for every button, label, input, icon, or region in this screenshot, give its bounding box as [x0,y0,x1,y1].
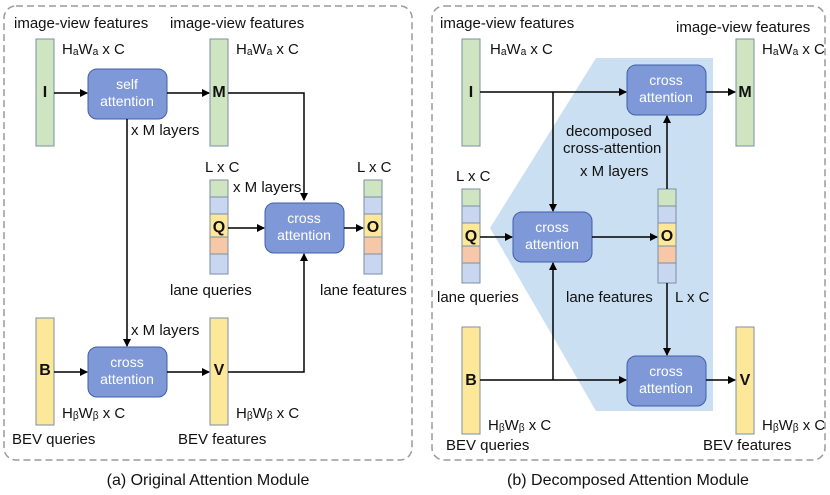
b-hw-a-left: HₐWₐ x C [490,41,553,58]
a-x-m-layers-1: x M layers [131,122,199,139]
a-bev-features-label: BEV features [178,431,266,448]
b-cross-attention-bottom-box [626,355,707,407]
b-decomposed-line1: decomposed [566,123,652,140]
a-cross-attention-mid-line1: cross [287,210,320,226]
b-hw-b-left: HᵦWᵦ x C [488,417,551,434]
a-letter-q: Q [213,219,225,236]
a-hw-b-left: HᵦWᵦ x C [62,405,125,422]
b-letter-o: O [661,228,673,245]
b-letter-q: Q [465,228,477,245]
a-caption: (a) Original Attention Module [107,472,310,489]
b-cross-attention-mid-line1: cross [535,219,568,235]
a-hw-a-mid: HₐWₐ x C [236,41,299,58]
a-bev-queries-label: BEV queries [12,431,95,448]
b-cross-attention-bottom-line2: attention [639,380,693,396]
b-caption: (b) Decomposed Attention Module [507,472,749,489]
a-image-view-features-left: image-view features [14,15,148,32]
b-letter-i: I [469,84,473,101]
b-lane-queries-label: lane queries [437,289,519,306]
panel-a: image-view features image-view features … [3,5,413,461]
b-hw-a-right: HₐWₐ x C [762,41,825,58]
b-cross-attention-bottom-line1: cross [649,363,682,379]
b-lane-queries-bar [461,188,481,284]
a-lane-features-label: lane features [320,282,407,299]
a-cross-attention-bottom-line1: cross [110,354,143,370]
b-lxc-right: L x C [675,289,710,306]
a-arrow-m-cross [228,92,308,201]
a-x-m-layers-3: x M layers [131,322,199,339]
b-letter-v: V [740,372,751,389]
b-x-m-layers: x M layers [580,163,648,180]
a-hw-b-mid: HᵦWᵦ x C [236,405,299,422]
a-letter-v: V [214,362,225,379]
a-letter-o: O [367,219,379,236]
b-image-view-features-left: image-view features [440,15,574,32]
a-letter-m: M [212,84,225,101]
a-self-attention-line1: self [116,76,138,92]
a-self-attention-line2: attention [100,93,154,109]
a-letter-b: B [39,362,51,379]
b-image-view-features-right: image-view features [676,19,810,36]
a-x-m-layers-2: x M layers [233,179,301,196]
b-cross-attention-mid-line2: attention [525,236,579,252]
a-image-view-features-mid: image-view features [170,15,304,32]
a-lane-features-bar [363,179,383,275]
panel-b: image-view features image-view features … [431,5,826,461]
b-bev-features-label: BEV features [703,437,791,454]
b-cross-attention-top-line1: cross [649,72,682,88]
b-decomposed-region [490,58,713,411]
b-bev-features-bar [735,326,755,435]
b-lane-features-bar [657,188,677,284]
b-lane-features-label: lane features [566,289,653,306]
a-cross-attention-mid-line2: attention [277,227,331,243]
a-lane-queries-bar [209,179,229,275]
a-arrow-v-cross [228,253,308,373]
panel-a-frame [3,5,413,461]
a-lxc-right: L x C [357,159,392,176]
a-lxc-left: L x C [205,159,240,176]
a-hw-a-left: HₐWₐ x C [62,41,125,58]
b-letter-m: M [738,84,751,101]
a-cross-attention-bottom-line2: attention [100,371,154,387]
a-letter-i: I [43,84,47,101]
b-hw-b-right: HᵦWᵦ x C [762,417,825,434]
b-letter-b: B [465,372,477,389]
b-lxc-left: L x C [456,168,491,185]
b-m-features-bar [735,38,755,147]
b-cross-attention-top-line2: attention [639,89,693,105]
b-bev-queries-label: BEV queries [446,437,529,454]
a-lane-queries-label: lane queries [170,282,252,299]
b-decomposed-line2: cross-attention [563,140,661,157]
